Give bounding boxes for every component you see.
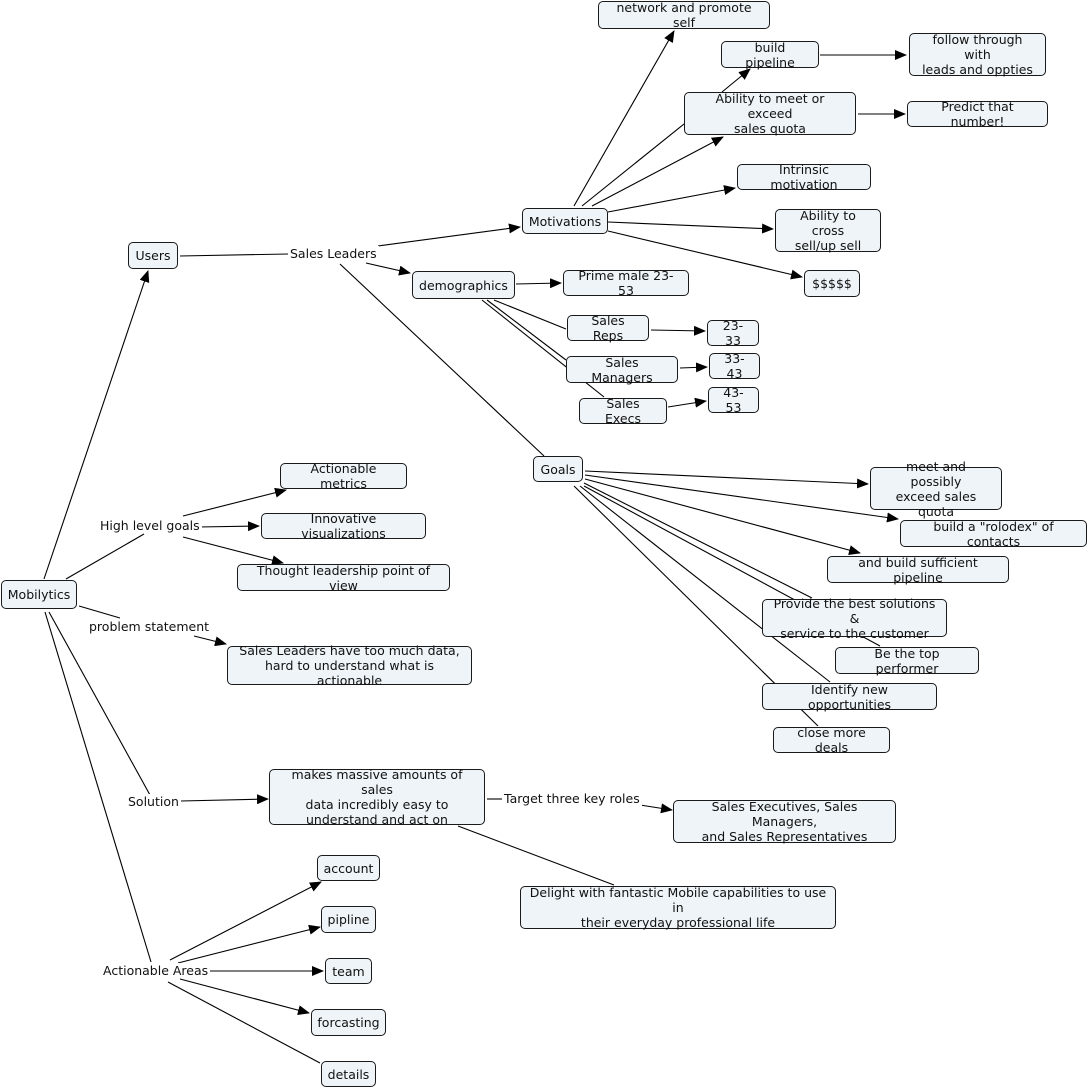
- node-thought-leadership[interactable]: Thought leadership point of view: [237, 563, 450, 593]
- node-follow-through[interactable]: follow through with leads and oppties: [909, 32, 1046, 77]
- link-meetquota-buildpipeline: [721, 68, 751, 93]
- link-actionable-details: [167, 981, 321, 1064]
- node-innovative-viz[interactable]: Innovative visualizations: [261, 511, 426, 541]
- node-sales-managers[interactable]: Sales Managers: [566, 355, 678, 385]
- link-mobilytics-solution: [48, 611, 151, 796]
- node-sales-reps[interactable]: Sales Reps: [567, 313, 649, 343]
- node-goal-top-performer[interactable]: Be the top performer: [835, 646, 979, 676]
- node-goals[interactable]: Goals: [533, 456, 583, 482]
- node-goal-rolodex[interactable]: build a "rolodex" of contacts: [900, 519, 1087, 549]
- link-motivations-intrinsic: [607, 185, 736, 213]
- link-users-salesleaders: [179, 253, 289, 257]
- node-age-23-33[interactable]: 23-33: [707, 318, 759, 348]
- link-mobilytics-actionable: [44, 611, 152, 963]
- node-prime-male[interactable]: Prime male 23-53: [563, 268, 689, 298]
- link-goals-newopps: [579, 485, 831, 683]
- node-goal-close-deals[interactable]: close more deals: [773, 725, 890, 755]
- node-actionable-metrics[interactable]: Actionable metrics: [280, 461, 407, 491]
- node-sales-execs[interactable]: Sales Execs: [579, 396, 667, 426]
- link-execs-age: [667, 397, 707, 408]
- node-money[interactable]: $$$$$: [804, 270, 860, 297]
- link-mobilytics-users: [43, 270, 150, 580]
- node-network[interactable]: network and promote self: [598, 0, 770, 30]
- link-actionable-forcasting: [179, 978, 310, 1016]
- label-problem-statement: problem statement: [87, 619, 212, 634]
- node-goal-meet-quota[interactable]: meet and possibly exceed sales quota: [870, 459, 1002, 519]
- link-solutiontext-mobile: [457, 825, 615, 886]
- node-goal-new-opps[interactable]: Identify new opportunities: [762, 682, 937, 712]
- link-motivations-crosssell: [607, 221, 774, 234]
- node-forcasting[interactable]: forcasting: [311, 1009, 386, 1036]
- link-mobilytics-problem: [78, 605, 121, 619]
- node-three-roles[interactable]: Sales Executives, Sales Managers, and Sa…: [673, 799, 896, 844]
- node-demographics[interactable]: demographics: [412, 271, 515, 299]
- link-reps-age: [650, 325, 706, 336]
- node-mobile[interactable]: Delight with fantastic Mobile capabiliti…: [520, 885, 836, 930]
- link-salesleaders-demographics: [365, 262, 411, 276]
- link-goals-rolodex: [584, 474, 899, 523]
- node-age-33-43[interactable]: 33-43: [709, 351, 760, 381]
- link-actionable-account: [169, 881, 322, 961]
- link-highlevel-viz: [197, 521, 260, 532]
- link-salesleaders-motivations: [377, 223, 521, 247]
- link-highlevel-metrics: [182, 487, 287, 517]
- link-demographics-prime: [515, 278, 562, 289]
- label-sales-leaders: Sales Leaders: [288, 246, 379, 261]
- label-high-level-goals: High level goals: [98, 518, 202, 533]
- label-solution: Solution: [126, 794, 181, 809]
- node-cross-sell[interactable]: Ability to cross sell/up sell: [775, 208, 881, 253]
- link-goals-bestsolutions: [583, 482, 813, 599]
- node-meet-quota[interactable]: Ability to meet or exceed sales quota: [684, 91, 856, 136]
- node-intrinsic[interactable]: Intrinsic motivation: [737, 162, 871, 192]
- link-goals-pipeline: [584, 478, 861, 555]
- node-goal-pipeline[interactable]: and build sufficient pipeline: [827, 555, 1009, 585]
- link-managers-age: [679, 362, 708, 373]
- node-goal-best-solutions[interactable]: Provide the best solutions & service to …: [762, 596, 947, 641]
- label-actionable-areas: Actionable Areas: [101, 963, 211, 978]
- link-problem-text: [193, 635, 227, 647]
- node-problem-text[interactable]: Sales Leaders have too much data, hard t…: [227, 643, 472, 688]
- node-team[interactable]: team: [325, 958, 372, 984]
- link-motivations-money: [607, 230, 803, 280]
- node-users[interactable]: Users: [128, 242, 178, 269]
- link-motivations-meetquota-a: [581, 123, 685, 207]
- link-target-roles: [639, 803, 673, 814]
- label-target-roles: Target three key roles: [502, 791, 642, 806]
- node-pipline[interactable]: pipline: [321, 906, 376, 933]
- link-goals-meetquota: [584, 470, 869, 489]
- node-details[interactable]: details: [321, 1061, 376, 1087]
- node-account[interactable]: account: [317, 855, 380, 881]
- node-predict[interactable]: Predict that number!: [907, 99, 1048, 129]
- node-mobilytics[interactable]: Mobilytics: [1, 580, 77, 609]
- link-demographics-reps: [493, 299, 567, 330]
- node-build-pipeline[interactable]: build pipeline: [721, 40, 819, 70]
- link-salesleaders-goals: [339, 263, 545, 457]
- link-mobilytics-highlevel: [65, 533, 145, 580]
- link-motivations-network: [573, 30, 675, 207]
- link-solution-text: [180, 794, 269, 805]
- link-demographics-managers: [486, 299, 567, 361]
- link-actionable-pipline: [177, 924, 321, 964]
- link-highlevel-thought: [182, 536, 284, 566]
- link-motivations-meetquota-b: [591, 136, 724, 207]
- node-age-43-53[interactable]: 43-53: [708, 385, 759, 415]
- node-motivations[interactable]: Motivations: [522, 208, 608, 234]
- node-solution-text[interactable]: makes massive amounts of sales data incr…: [269, 767, 485, 827]
